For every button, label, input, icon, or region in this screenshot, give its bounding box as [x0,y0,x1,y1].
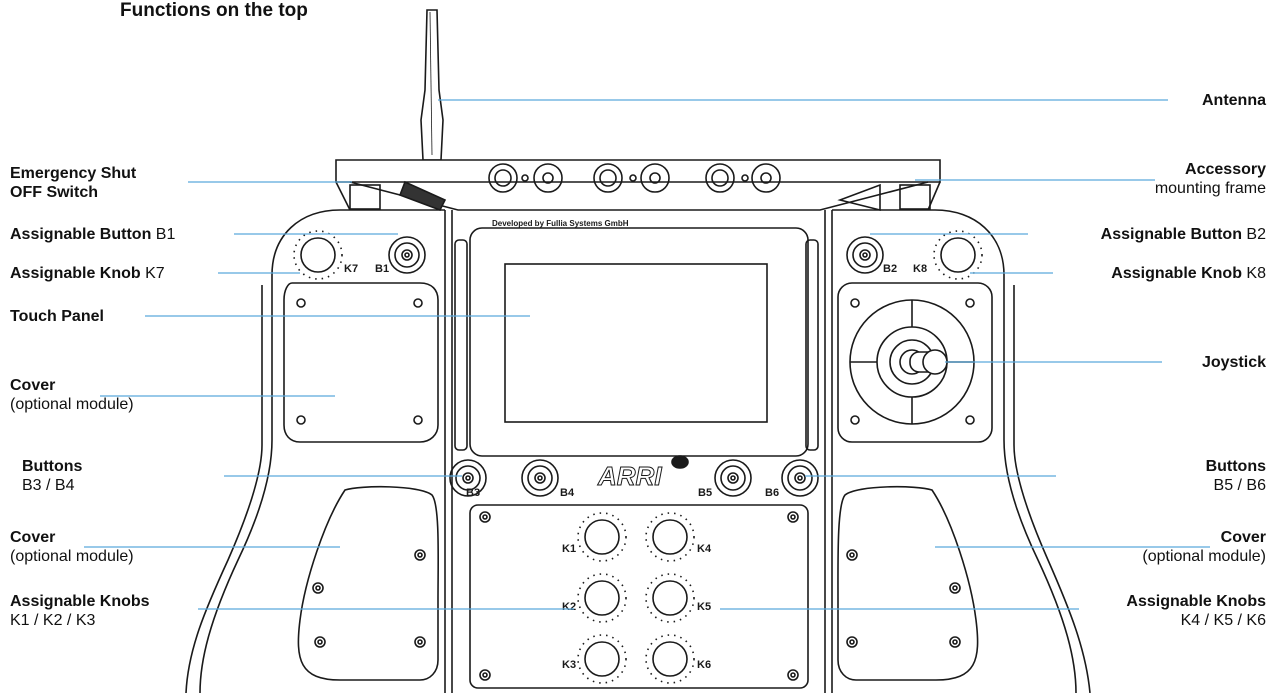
label-joystick-name: Joystick [1201,354,1266,371]
cover-bottom-left [297,485,440,681]
status-led [671,455,689,469]
label-buttons-left-sub: B3 / B4 [22,477,75,494]
knob-k7 [293,230,343,280]
cover-bottom-right [837,485,979,681]
accessory-mounting-frame [335,159,941,212]
button-b5 [714,459,752,497]
button-b6 [781,459,819,497]
label-cover-left: Cover (optional module) [10,376,134,414]
button-b2 [846,236,884,274]
label-buttons-right: Buttons B5 / B6 [1206,457,1266,495]
label-cover-left-sub: (optional module) [10,396,134,413]
label-buttons-left: Buttons B3 / B4 [22,457,82,495]
developer-text: Developed by Fullia Systems GmbH [492,219,629,228]
button-b1 [388,236,426,274]
top-connectors [488,163,781,193]
label-accessory: Accessory mounting frame [1155,160,1266,198]
label-accessory-sub: mounting frame [1154,180,1266,197]
knob-k1 [577,512,627,562]
touch-panel [454,227,819,457]
label-cover-bl: Cover (optional module) [10,528,134,566]
label-knobs-right: Assignable Knobs K4 / K5 / K6 [1126,592,1266,630]
label-accessory-name: Accessory [1185,161,1266,178]
label-cover-bl-sub: (optional module) [10,548,134,565]
mark-k5: K5 [697,601,711,613]
label-knobs-right-sub: K4 / K5 / K6 [1180,612,1266,629]
mark-b4: B4 [560,487,575,499]
knob-panel [469,504,809,689]
antenna [420,9,444,161]
mark-k2: K2 [562,601,576,613]
label-button-b1-id: B1 [151,226,176,243]
knob-k5 [645,573,695,623]
knob-k6 [645,634,695,684]
mark-b6: B6 [765,487,779,499]
label-knob-k8-id: K8 [1241,265,1266,282]
mark-b2: B2 [883,263,897,275]
label-joystick: Joystick [1202,353,1266,372]
label-cover-br-sub: (optional module) [1142,548,1266,565]
label-buttons-right-name: Buttons [1205,458,1266,475]
label-button-b1-name: Assignable Button [10,226,152,243]
mark-k7: K7 [344,263,358,275]
label-button-b2-name: Assignable Button [1100,226,1242,243]
knob-k3 [577,634,627,684]
knob-k8 [933,230,983,280]
joystick-module [837,282,993,443]
label-antenna: Antenna [1202,91,1266,110]
label-button-b2: Assignable Button B2 [1101,225,1266,244]
label-knob-k7-id: K7 [140,265,165,282]
mark-b3: B3 [466,487,480,499]
mark-k1: K1 [562,543,576,555]
label-knob-k7: Assignable Knob K7 [10,264,165,283]
label-buttons-right-sub: B5 / B6 [1213,477,1266,494]
label-buttons-left-name: Buttons [22,458,83,475]
device-body [185,209,1091,693]
label-emergency: Emergency Shut OFF Switch [10,164,136,202]
button-b3 [449,459,487,497]
label-button-b1: Assignable Button B1 [10,225,175,244]
mark-k8: K8 [913,263,927,275]
label-knob-k7-name: Assignable Knob [10,265,141,282]
label-touch-panel: Touch Panel [10,307,104,326]
label-emergency-line1: Emergency Shut [10,165,137,182]
knob-k2 [577,573,627,623]
mark-b1: B1 [375,263,389,275]
label-antenna-name: Antenna [1202,92,1266,109]
label-button-b2-id: B2 [1241,226,1266,243]
label-knob-k8: Assignable Knob K8 [1111,264,1266,283]
mark-k3: K3 [562,659,576,671]
label-cover-br-name: Cover [1220,529,1266,546]
label-knob-k8-name: Assignable Knob [1111,265,1242,282]
label-emergency-line2: OFF Switch [10,184,98,201]
mark-k6: K6 [697,659,711,671]
label-touch-panel-name: Touch Panel [10,308,104,325]
mark-k4: K4 [697,543,712,555]
label-cover-bl-name: Cover [10,529,56,546]
label-cover-br: Cover (optional module) [1142,528,1266,566]
mark-b5: B5 [698,487,712,499]
knob-k4 [645,512,695,562]
cover-upper-left [283,282,439,443]
label-knobs-right-name: Assignable Knobs [1126,593,1266,610]
label-knobs-left-sub: K1 / K2 / K3 [10,612,96,629]
label-knobs-left-name: Assignable Knobs [10,593,150,610]
brand-logo: ARRI [597,461,662,491]
page-title: Functions on the top [120,0,308,21]
label-cover-left-name: Cover [10,377,56,394]
label-knobs-left: Assignable Knobs K1 / K2 / K3 [10,592,150,630]
button-b4 [521,459,559,497]
